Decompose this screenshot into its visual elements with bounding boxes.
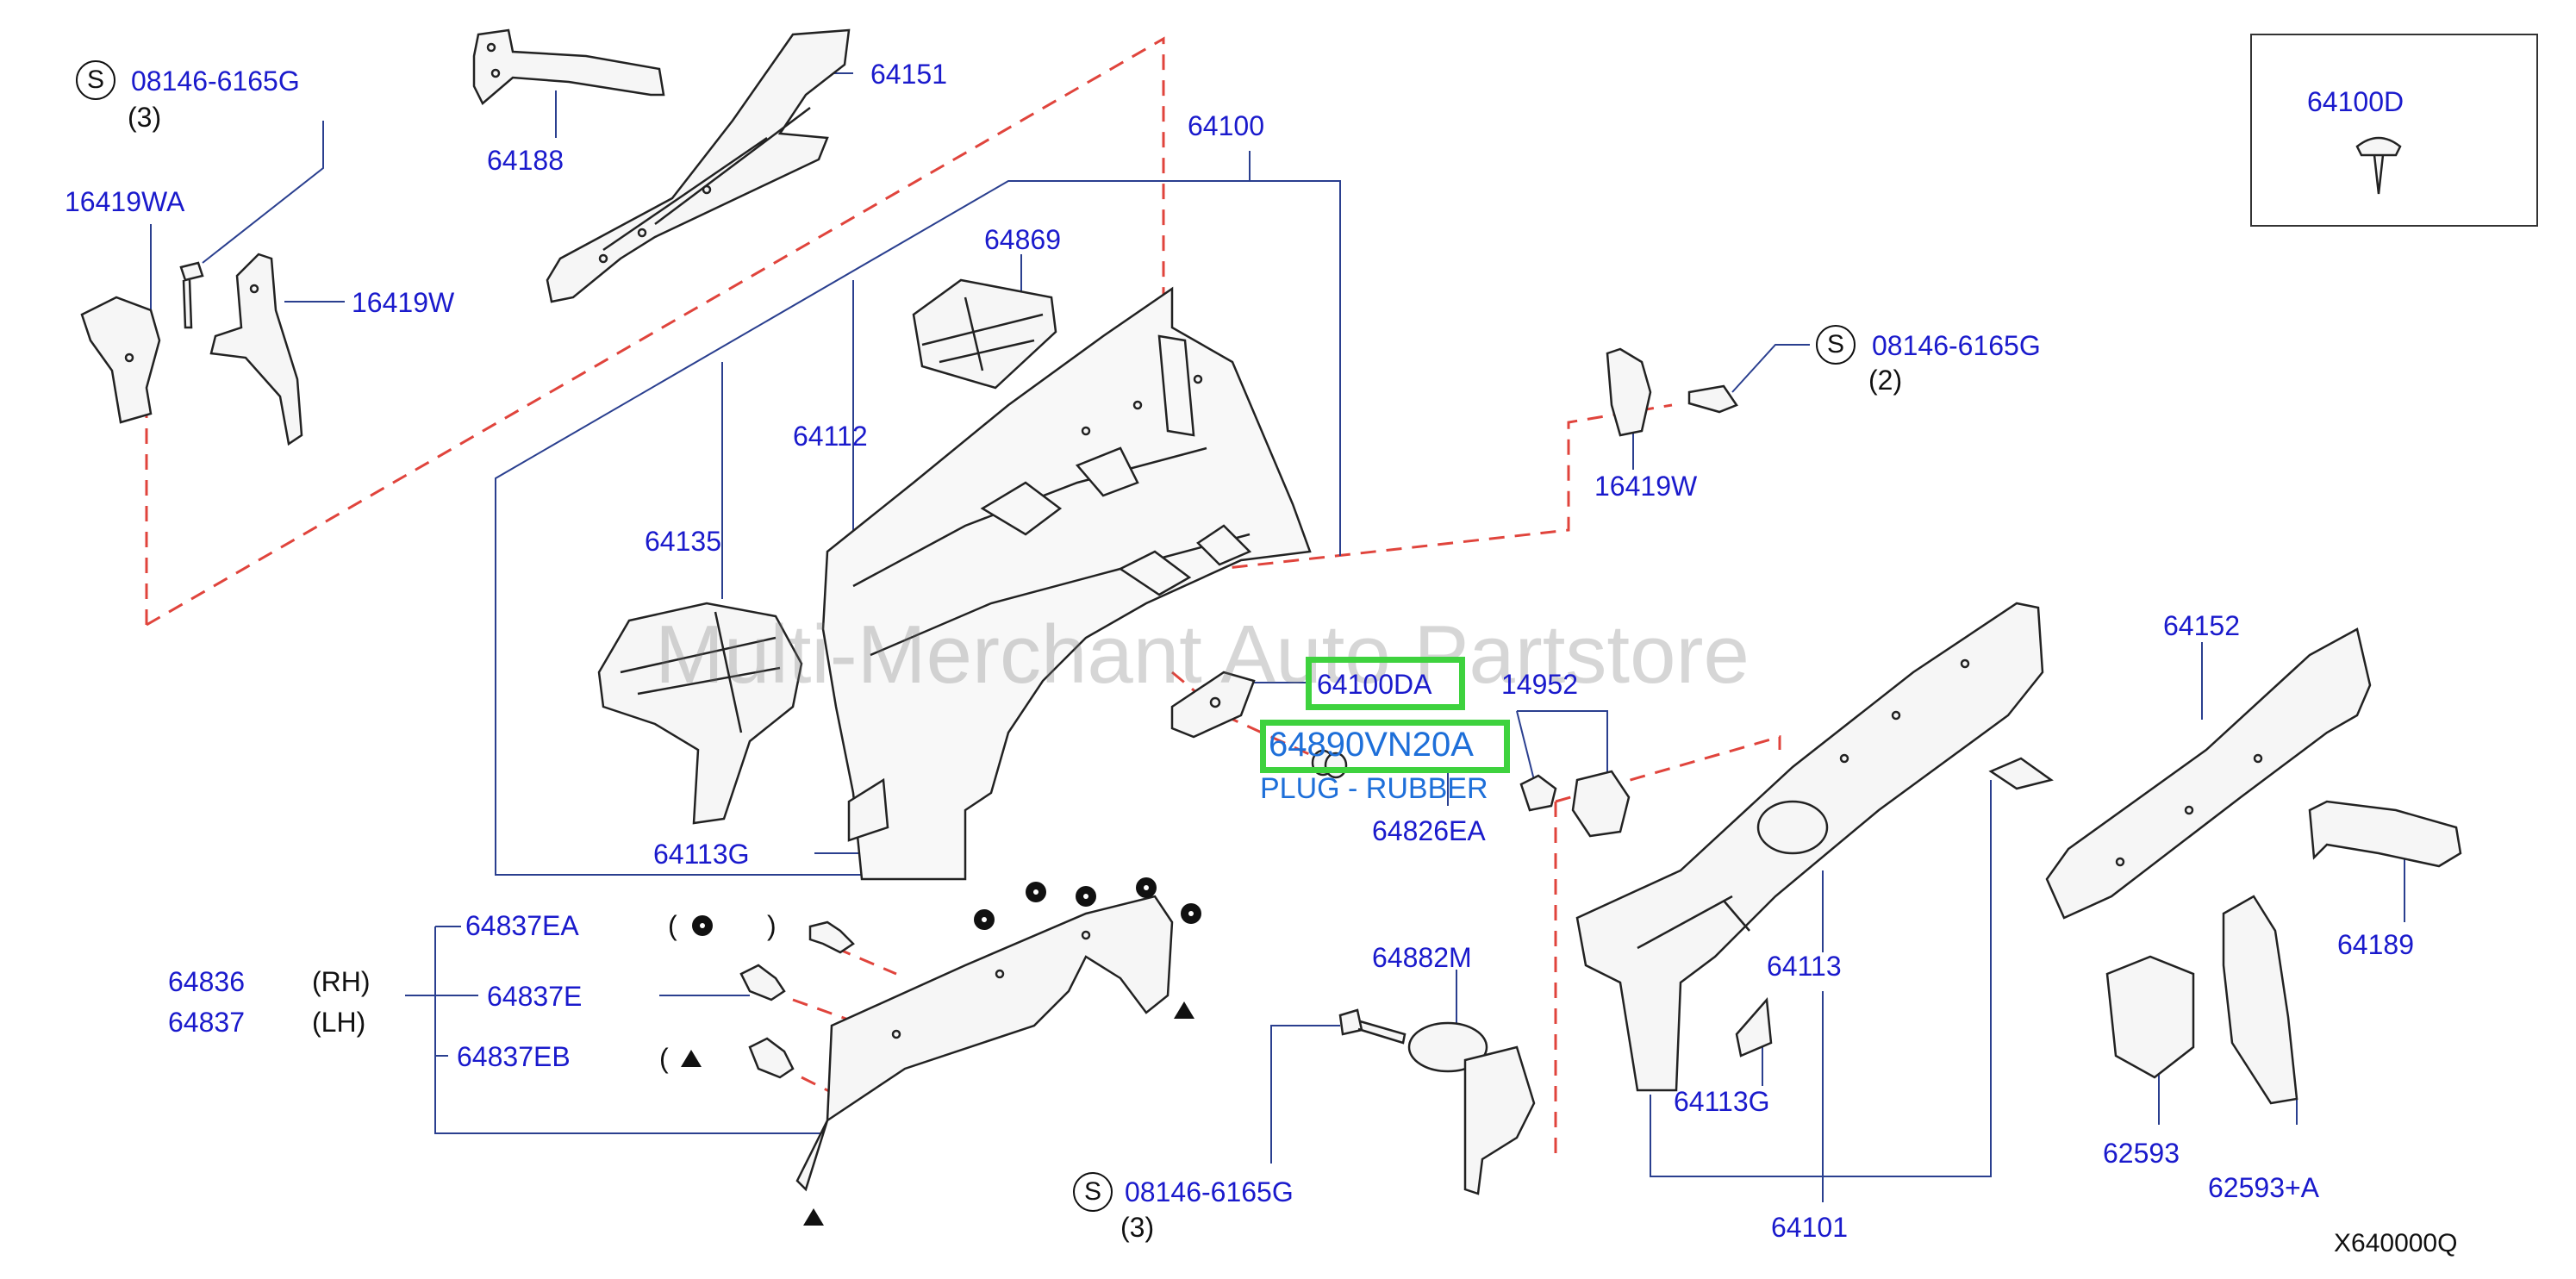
label-64101[interactable]: 64101	[1771, 1212, 1848, 1243]
label-64188[interactable]: 64188	[487, 145, 564, 176]
label-64826ea[interactable]: 64826EA	[1372, 815, 1486, 846]
label-qty-top-left: (3)	[128, 102, 162, 133]
part-62593a-drawing	[2222, 895, 2298, 1105]
screw-symbol-bottom: S	[1073, 1172, 1113, 1212]
label-64113[interactable]: 64113	[1767, 951, 1842, 982]
part-64135-drawing	[597, 602, 803, 825]
diagram-code: X640000Q	[2334, 1229, 2458, 1257]
label-64112[interactable]: 64112	[793, 421, 868, 452]
paren-open-eb: (	[659, 1043, 669, 1074]
highlight-box-64100da	[1306, 657, 1465, 710]
inset-box-64100d	[2250, 34, 2538, 227]
part-64151-drawing	[546, 28, 851, 303]
label-08146-6165g-bottom[interactable]: 08146-6165G	[1125, 1176, 1294, 1207]
label-64869[interactable]: 64869	[984, 224, 1061, 255]
part-62593-drawing	[2105, 955, 2195, 1079]
part-14952-drawing	[1519, 770, 1631, 838]
label-08146-6165g-top-left[interactable]: 08146-6165G	[131, 66, 300, 97]
clip-64837ea-drawing	[808, 920, 855, 954]
part-64836-mudguard-drawing	[795, 895, 1174, 1192]
label-64151[interactable]: 64151	[870, 59, 947, 90]
part-16419w-left-drawing	[209, 253, 303, 446]
label-64189[interactable]: 64189	[2337, 929, 2414, 960]
part-64869-drawing	[912, 278, 1057, 390]
label-14952[interactable]: 14952	[1501, 669, 1578, 700]
part-64113g-right-drawing	[1735, 997, 1773, 1058]
bolt-top-left-drawing	[179, 261, 204, 329]
label-64837eb[interactable]: 64837EB	[457, 1041, 571, 1072]
clip-64837eb-drawing	[748, 1037, 795, 1079]
label-64113g-left[interactable]: 64113G	[653, 839, 750, 870]
label-08146-6165g-right[interactable]: 08146-6165G	[1872, 330, 2041, 361]
part-64100da-drawing	[1170, 671, 1256, 739]
label-64837ea[interactable]: 64837EA	[465, 910, 579, 941]
label-qty-right: (2)	[1868, 365, 1903, 396]
part-64882m-drawing	[1407, 1021, 1536, 1195]
label-16419w-right[interactable]: 16419W	[1594, 471, 1698, 502]
label-rh: (RH)	[312, 966, 371, 997]
label-64836[interactable]: 64836	[168, 966, 245, 997]
label-64837[interactable]: 64837	[168, 1007, 245, 1038]
bolt-bottom-drawing	[1338, 1008, 1407, 1045]
watermark-text: Multi-Merchant Auto Partstore	[655, 608, 1750, 701]
label-64113g-right[interactable]: 64113G	[1674, 1086, 1770, 1117]
screw-symbol-top-left: S	[76, 60, 115, 100]
part-16419w-right-drawing	[1606, 347, 1738, 437]
paren-open-ea: (	[668, 910, 677, 941]
label-plug-rubber: PLUG - RUBBER	[1260, 772, 1488, 805]
screw-symbol-right: S	[1816, 325, 1856, 365]
label-64100da[interactable]: 64100DA	[1317, 669, 1432, 700]
part-64152-drawing	[2045, 627, 2372, 920]
label-62593a[interactable]: 62593+A	[2208, 1172, 2320, 1203]
label-62593[interactable]: 62593	[2103, 1138, 2180, 1169]
reference-triangle-marks	[681, 1001, 1194, 1226]
part-64100d-clip-drawing	[2355, 136, 2402, 195]
label-16419wa[interactable]: 16419WA	[65, 186, 185, 217]
clip-64837e-drawing	[739, 964, 786, 1001]
label-16419w-left[interactable]: 16419W	[352, 287, 455, 318]
paren-close-ea: )	[767, 910, 777, 941]
triangle-mark-legend	[681, 1050, 702, 1067]
label-64100[interactable]: 64100	[1188, 110, 1264, 141]
label-64890vn20a[interactable]: 64890VN20A	[1269, 726, 1474, 764]
leader-lines	[150, 72, 2405, 1202]
triangle-mark	[803, 1208, 824, 1226]
label-qty-bottom: (3)	[1120, 1212, 1155, 1243]
label-64100d[interactable]: 64100D	[2307, 86, 2404, 117]
label-64135[interactable]: 64135	[645, 526, 721, 557]
part-64189-drawing	[2308, 800, 2462, 868]
label-64837e[interactable]: 64837E	[487, 981, 583, 1012]
part-64113g-left-drawing	[847, 777, 889, 842]
triangle-mark	[1174, 1001, 1194, 1019]
label-64882m[interactable]: 64882M	[1372, 942, 1472, 973]
part-64112-floor-panel-drawing	[821, 286, 1312, 881]
label-64152[interactable]: 64152	[2163, 610, 2240, 641]
part-64101-reinforce-drawing	[1988, 757, 2054, 790]
highlight-box-64890vn20a	[1260, 720, 1510, 773]
part-64188-drawing	[472, 28, 665, 105]
part-64113-side-member-drawing	[1575, 602, 2044, 1092]
label-lh: (LH)	[312, 1007, 366, 1038]
reference-dot-inner	[700, 885, 1194, 928]
part-16419wa-drawing	[80, 296, 161, 424]
